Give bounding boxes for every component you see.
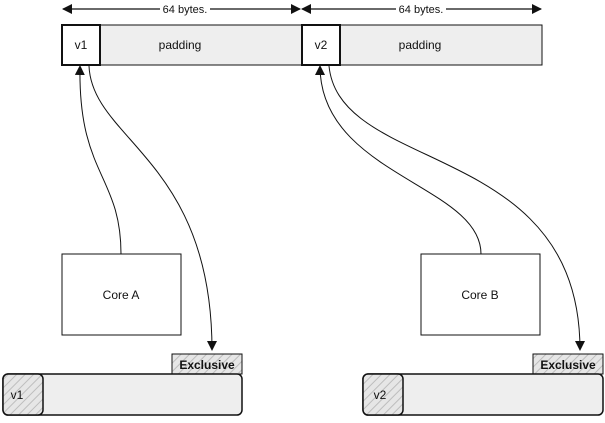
core-a-cache-copy: Exclusive v1: [2, 353, 243, 416]
core-b-state-label: Exclusive: [540, 358, 596, 372]
core-a-value-label: v1: [11, 388, 24, 402]
width-label: 64 bytes.: [163, 4, 208, 16]
core-b-cache-copy: Exclusive v2: [362, 353, 604, 416]
core-b-box: [420, 253, 541, 336]
core-b: Core B: [420, 253, 541, 336]
cache-line-segment-a: [61, 24, 303, 66]
v1-to-core-a-copy-arrow: [88, 65, 217, 351]
value-label-v2: v2: [315, 38, 328, 52]
width-label-bg: [160, 2, 210, 16]
cache-line: v1 padding v2 padding: [61, 24, 543, 66]
value-label-v1: v1: [75, 38, 88, 52]
core-b-to-v2-arrow: [315, 65, 482, 255]
width-label: 64 bytes.: [399, 4, 444, 16]
core-b-label: Core B: [461, 288, 498, 302]
value-cell-v1: [61, 24, 101, 66]
width-label-bg: [396, 2, 446, 16]
core-a-label: Core A: [103, 288, 140, 302]
cache-line-segment-b: [301, 24, 543, 66]
core-a-box: [61, 253, 182, 336]
core-a: Core A: [61, 253, 182, 336]
core-a-state-label: Exclusive: [179, 358, 235, 372]
core-b-value-label: v2: [374, 388, 387, 402]
core-a-to-v1-arrow: [74, 65, 122, 255]
padding-label-b: padding: [399, 38, 442, 52]
v2-to-core-b-copy-arrow: [328, 65, 585, 351]
core-a-value-cell: [2, 373, 44, 416]
width-dimension-right: 64 bytes.: [301, 2, 542, 16]
value-cell-v2: [301, 24, 341, 66]
core-b-value-cell: [362, 373, 404, 416]
padding-label-a: padding: [159, 38, 202, 52]
width-dimension-left: 64 bytes.: [62, 2, 301, 16]
